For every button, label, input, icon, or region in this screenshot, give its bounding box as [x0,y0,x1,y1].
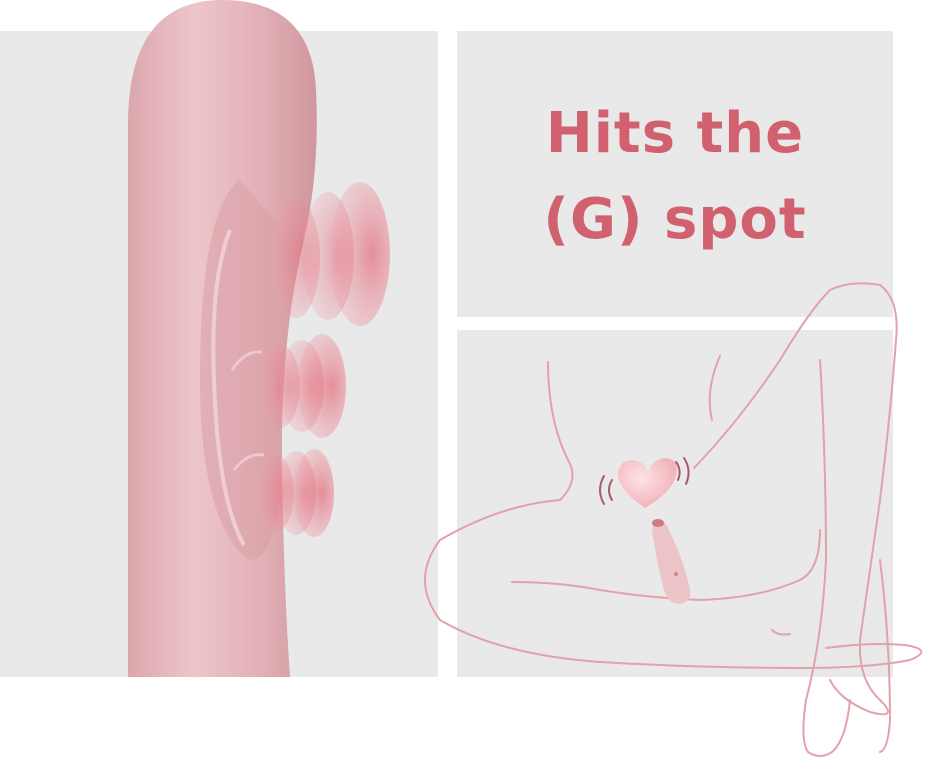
pulse-waves-middle [260,334,346,438]
product-shaft [128,0,317,677]
headline-panel [457,31,893,317]
small-vibrator-device [652,519,691,604]
body-outline-drawing [424,282,923,757]
heart-icon [617,458,677,508]
vibration-waves-icon [599,457,690,505]
pulse-waves-top [272,182,390,326]
headline-line-2: (G) spot [543,187,807,252]
headline-line-1: Hits the [545,101,805,166]
pulse-waves-bottom [258,449,334,537]
